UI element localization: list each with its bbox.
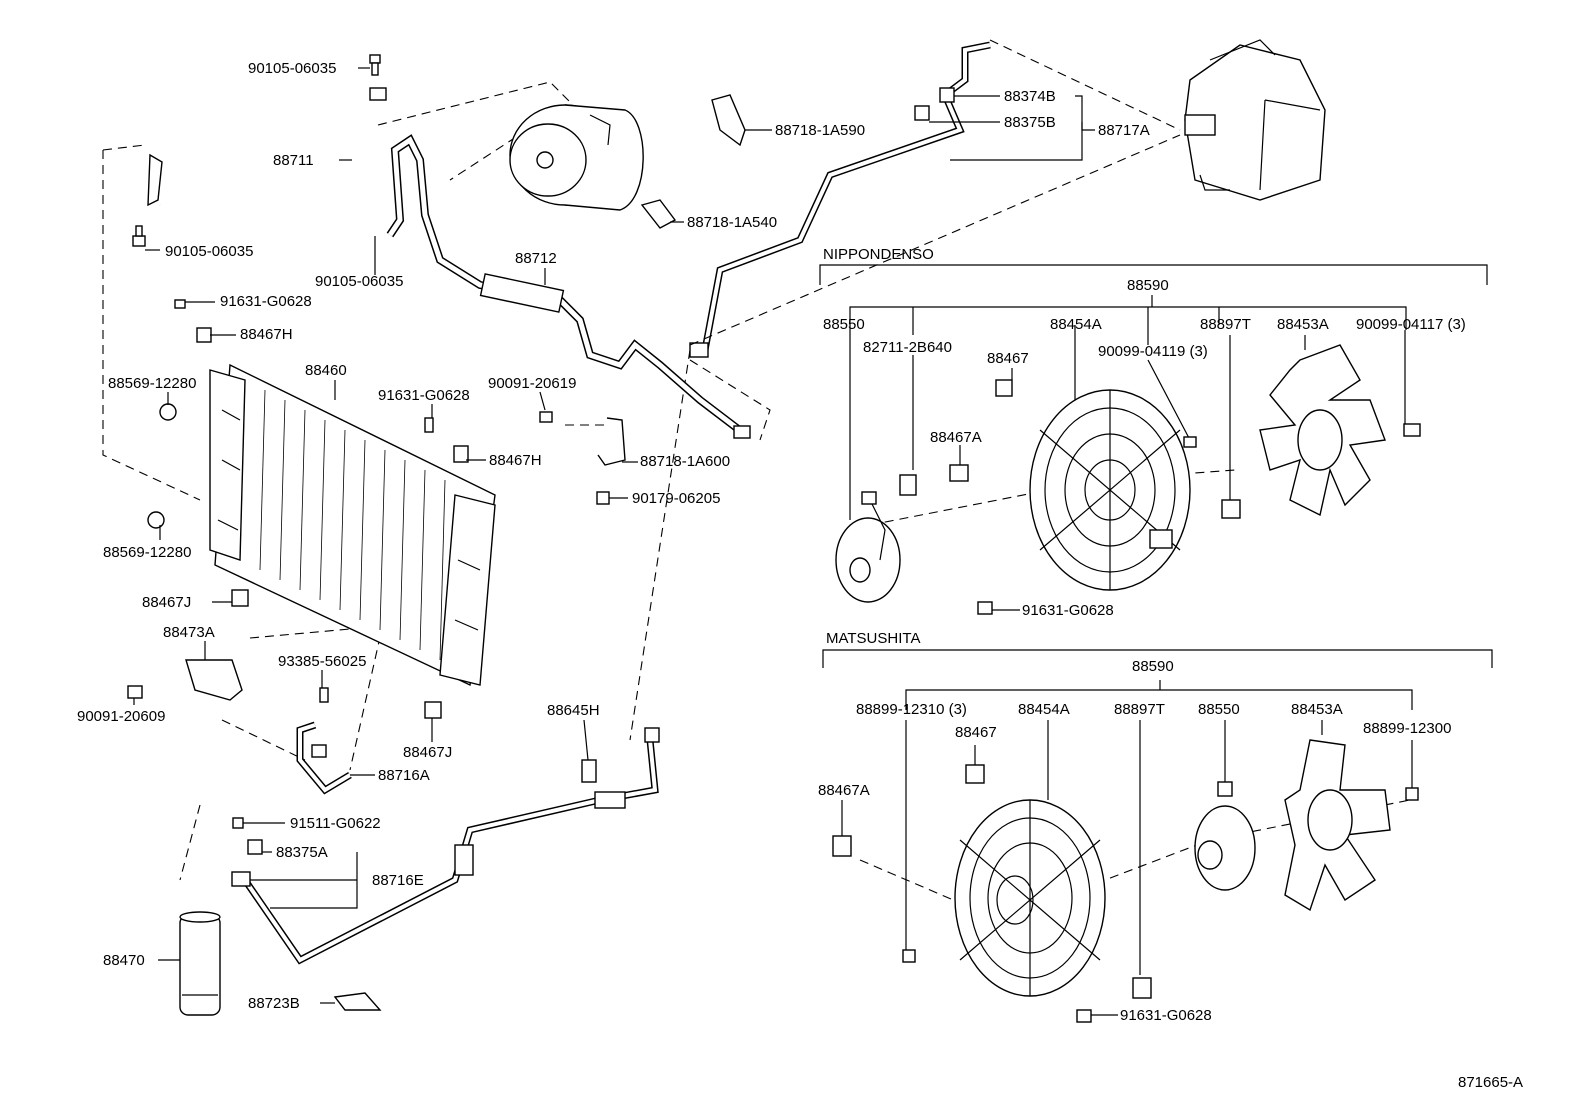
- nd-fan-88453A: [1259, 344, 1386, 517]
- hose-88712: [386, 134, 751, 439]
- brackets-top-mid: [640, 94, 746, 229]
- bolt-90105-left: [132, 225, 146, 247]
- nd-shroud-88454A: [1029, 389, 1191, 591]
- leader-lines: [133, 67, 1118, 1016]
- label-m-88899-12310: 88899-12310 (3): [856, 701, 967, 718]
- compressor: [509, 104, 644, 211]
- label-nd-88454A: 88454A: [1050, 316, 1102, 333]
- pipe-88716A: [296, 721, 352, 795]
- label-nd-88467A: 88467A: [930, 429, 982, 446]
- bracket-88473A: [127, 659, 243, 701]
- label-88718-1A600: 88718-1A600: [640, 453, 730, 470]
- m-fan-88453A: [1284, 739, 1391, 912]
- label-88717A: 88717A: [1098, 122, 1150, 139]
- m-motor-88550: [1194, 781, 1256, 891]
- section-nippondenso: NIPPONDENSO: [823, 246, 934, 263]
- label-88712: 88712: [515, 250, 557, 267]
- label-90179: 90179-06205: [632, 490, 720, 507]
- label-88467H-a: 88467H: [240, 326, 293, 343]
- label-nd-88550: 88550: [823, 316, 865, 333]
- label-nd-88897T: 88897T: [1200, 316, 1251, 333]
- label-91631-a: 91631-G0628: [220, 293, 312, 310]
- label-plate-88723B: [333, 992, 382, 1011]
- label-88470: 88470: [103, 952, 145, 969]
- label-88374B: 88374B: [1004, 88, 1056, 105]
- receiver-88470: [179, 911, 221, 1016]
- pipe-88716E: [242, 727, 660, 965]
- label-m-88467A: 88467A: [818, 782, 870, 799]
- dashed-evap-bottom: [689, 134, 1181, 346]
- label-m-88590: 88590: [1132, 658, 1174, 675]
- label-m-91631: 91631-G0628: [1120, 1007, 1212, 1024]
- label-91631-b: 91631-G0628: [378, 387, 470, 404]
- label-90105-left: 90105-06035: [165, 243, 253, 260]
- label-88718-1A590: 88718-1A590: [775, 122, 865, 139]
- label-nd-88467: 88467: [987, 350, 1029, 367]
- label-88467J-a: 88467J: [142, 594, 191, 611]
- label-90105-mid: 90105-06035: [315, 273, 403, 290]
- label-88716E: 88716E: [372, 872, 424, 889]
- label-91511: 91511-G0622: [290, 815, 381, 832]
- dashed-evap-top: [989, 39, 1181, 131]
- label-90091-20609: 90091-20609: [77, 708, 165, 725]
- label-nd-90099-04117: 90099-04117 (3): [1356, 316, 1466, 333]
- matsushita-bracket-lines: [822, 649, 1493, 975]
- label-m-88550: 88550: [1198, 701, 1240, 718]
- label-88645H: 88645H: [547, 702, 600, 719]
- label-88375B: 88375B: [1004, 114, 1056, 131]
- hose-88711: [147, 87, 387, 244]
- label-88569-a: 88569-12280: [108, 375, 196, 392]
- label-m-88467: 88467: [955, 724, 997, 741]
- label-88467H-b: 88467H: [489, 452, 542, 469]
- nd-small-parts: [899, 379, 1421, 615]
- pipe-evaporator-suction: [689, 41, 991, 358]
- m-small-parts: [832, 764, 1419, 1023]
- dashed-nd-axis: [869, 469, 1236, 526]
- bolt-90105-top: [369, 54, 381, 76]
- part-labels: 90105-06035 88711 90105-06035 90105-0603…: [77, 60, 1523, 1091]
- label-m-88454A: 88454A: [1018, 701, 1070, 718]
- label-nd-88453A: 88453A: [1277, 316, 1329, 333]
- label-88711: 88711: [273, 152, 314, 169]
- nd-motor-88550: [835, 491, 901, 603]
- diagram-id: 871665-A: [1458, 1074, 1523, 1091]
- label-nd-90099-04119: 90099-04119 (3): [1098, 343, 1208, 360]
- small-parts-lower-left: [231, 759, 597, 887]
- label-nd-82711: 82711-2B640: [863, 339, 952, 356]
- label-nd-91631: 91631-G0628: [1022, 602, 1114, 619]
- label-m-88453A: 88453A: [1291, 701, 1343, 718]
- label-nd-88590: 88590: [1127, 277, 1169, 294]
- label-88716A: 88716A: [378, 767, 430, 784]
- m-shroud-88454A: [954, 799, 1106, 997]
- condenser-88460: [209, 363, 496, 687]
- label-m-88899-12300: 88899-12300: [1363, 720, 1451, 737]
- label-88467J-b: 88467J: [403, 744, 452, 761]
- label-90105-top: 90105-06035: [248, 60, 336, 77]
- label-88375A: 88375A: [276, 844, 328, 861]
- label-90091-20619: 90091-20619: [488, 375, 576, 392]
- evaporator-88717A: [1184, 39, 1326, 201]
- label-88718-1A540: 88718-1A540: [687, 214, 777, 231]
- nippondenso-bracket-lines: [819, 264, 1488, 520]
- section-matsushita: MATSUSHITA: [826, 630, 920, 647]
- label-93385: 93385-56025: [278, 653, 366, 670]
- label-88569-b: 88569-12280: [103, 544, 191, 561]
- label-88460: 88460: [305, 362, 347, 379]
- small-parts-left: [147, 299, 626, 719]
- label-m-88897T: 88897T: [1114, 701, 1165, 718]
- dashed-m-axis: [859, 799, 1411, 921]
- label-88473A: 88473A: [163, 624, 215, 641]
- label-88723B: 88723B: [248, 995, 300, 1012]
